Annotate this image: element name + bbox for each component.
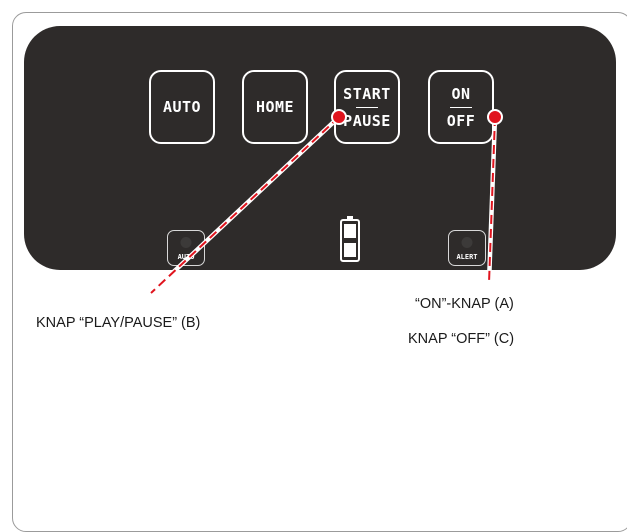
auto-indicator: AUTO xyxy=(167,230,205,266)
start-label: START xyxy=(343,84,391,103)
auto-button[interactable]: AUTO xyxy=(149,70,215,144)
on-off-divider xyxy=(450,106,472,108)
start-pause-divider xyxy=(356,106,378,108)
auto-indicator-label: AUTO xyxy=(177,253,195,261)
home-button[interactable]: HOME xyxy=(242,70,308,144)
home-button-label: HOME xyxy=(255,98,295,116)
on-off-button[interactable]: ON OFF xyxy=(428,70,494,144)
off-label: OFF xyxy=(446,111,476,130)
alert-indicator-label: ALERT xyxy=(456,253,478,261)
start-pause-button[interactable]: START PAUSE xyxy=(334,70,400,144)
alert-led-icon xyxy=(461,237,473,248)
play-pause-callout-label: KNAP “PLAY/PAUSE” (B) xyxy=(36,315,201,331)
auto-button-label: AUTO xyxy=(162,98,202,116)
control-panel: AUTO HOME START PAUSE ON OFF AUTO ALERT xyxy=(24,26,616,270)
off-callout-label: KNAP “OFF” (C) xyxy=(408,331,515,347)
on-callout-label: “ON”-KNAP (A) xyxy=(415,296,514,312)
battery-icon xyxy=(340,216,360,262)
pause-label: PAUSE xyxy=(343,111,391,130)
alert-indicator: ALERT xyxy=(448,230,486,266)
auto-led-icon xyxy=(180,237,192,248)
on-label: ON xyxy=(451,84,471,103)
